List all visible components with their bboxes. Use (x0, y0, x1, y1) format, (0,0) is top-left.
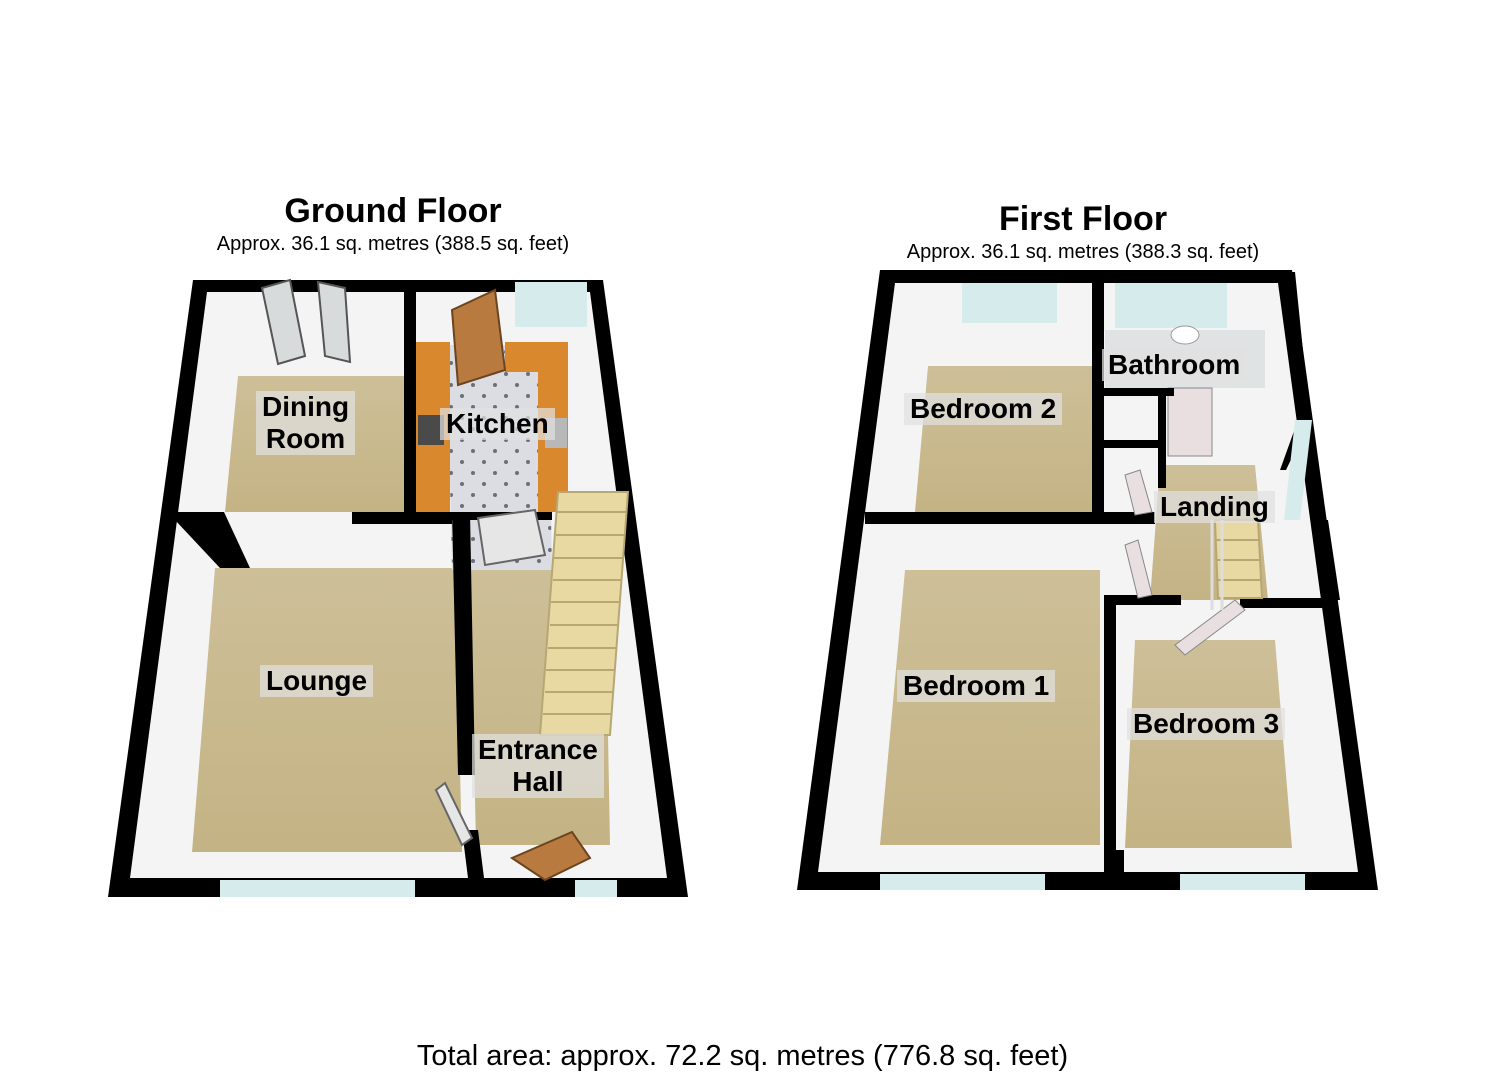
bedroom-1-window (880, 874, 1045, 890)
room-label-bedroom-1: Bedroom 1 (897, 670, 1056, 702)
room-label-bedroom-3: Bedroom 3 (1127, 708, 1286, 740)
bedroom-3-door-icon (1174, 599, 1246, 656)
ground-floor-plan (108, 278, 688, 897)
first-wall-bed1-bed3 (1104, 595, 1116, 865)
total-area: Total area: approx. 72.2 sq. metres (776… (416, 1040, 1069, 1072)
ground-floor-title: Ground Floor (284, 192, 502, 230)
lounge-window (220, 880, 415, 897)
bathroom-window (1115, 283, 1227, 328)
first-floor-plan (797, 270, 1378, 890)
room-label-entrance-hall: Entrance Hall (472, 734, 604, 798)
bedroom-1-door-icon (1124, 539, 1153, 599)
first-wall-bath-landing (1158, 396, 1166, 488)
ground-wall-dining-lounge-left (175, 512, 250, 568)
first-wall-cupboard (1104, 440, 1160, 448)
french-door-left-icon (260, 278, 307, 366)
bedroom-1-floor (880, 570, 1100, 845)
lounge-door-icon (434, 781, 474, 847)
ground-wall-lounge-hall (452, 512, 475, 775)
bathroom-door-icon (1167, 387, 1213, 457)
kitchen-window (515, 282, 587, 327)
first-floor-title: First Floor (998, 200, 1168, 238)
room-label-landing: Landing (1154, 491, 1275, 523)
first-wall-bedroom2-bathroom (1092, 270, 1104, 520)
first-wall-landing-side (1312, 520, 1340, 600)
landing-window (1284, 420, 1312, 520)
front-door-icon (509, 830, 592, 882)
hall-window (575, 880, 617, 897)
first-wall-bed3-top-right (1240, 598, 1322, 608)
hob-icon (418, 415, 444, 445)
first-wall-bed3-top (1116, 595, 1181, 605)
bedroom-2-floor (915, 366, 1092, 512)
kitchen-back-door-icon (450, 288, 507, 387)
room-label-lounge: Lounge (260, 665, 374, 697)
room-label-dining-room: Dining Room (256, 391, 356, 455)
first-staircase (1210, 519, 1264, 610)
room-label-bedroom-2: Bedroom 2 (904, 393, 1063, 425)
first-wall-bathroom-bottom (1104, 388, 1174, 396)
ground-wall-dining-kitchen (404, 280, 416, 512)
bedroom-2-window (962, 283, 1057, 323)
lounge-floor (192, 568, 462, 852)
ground-floor-area: Approx. 36.1 sq. metres (388.5 sq. feet) (216, 233, 570, 255)
bedroom-3-floor (1125, 640, 1292, 848)
bedroom-3-window (1180, 874, 1305, 890)
basin-icon (1170, 325, 1200, 345)
first-floor-area: Approx. 36.1 sq. metres (388.3 sq. feet) (906, 241, 1260, 263)
room-label-kitchen: Kitchen (440, 408, 555, 440)
first-wall-front-divider (1104, 850, 1124, 890)
ground-wall-dining-lounge-right (352, 512, 452, 524)
bedroom-2-door-icon (1124, 469, 1153, 516)
first-wall-bed2-bed1 (865, 512, 1155, 524)
room-label-bathroom: Bathroom (1102, 349, 1247, 381)
ground-staircase (538, 491, 630, 736)
kitchen-worktop-right (505, 342, 568, 512)
kitchen-door-icon (476, 508, 547, 567)
french-door-right-icon (316, 280, 352, 364)
